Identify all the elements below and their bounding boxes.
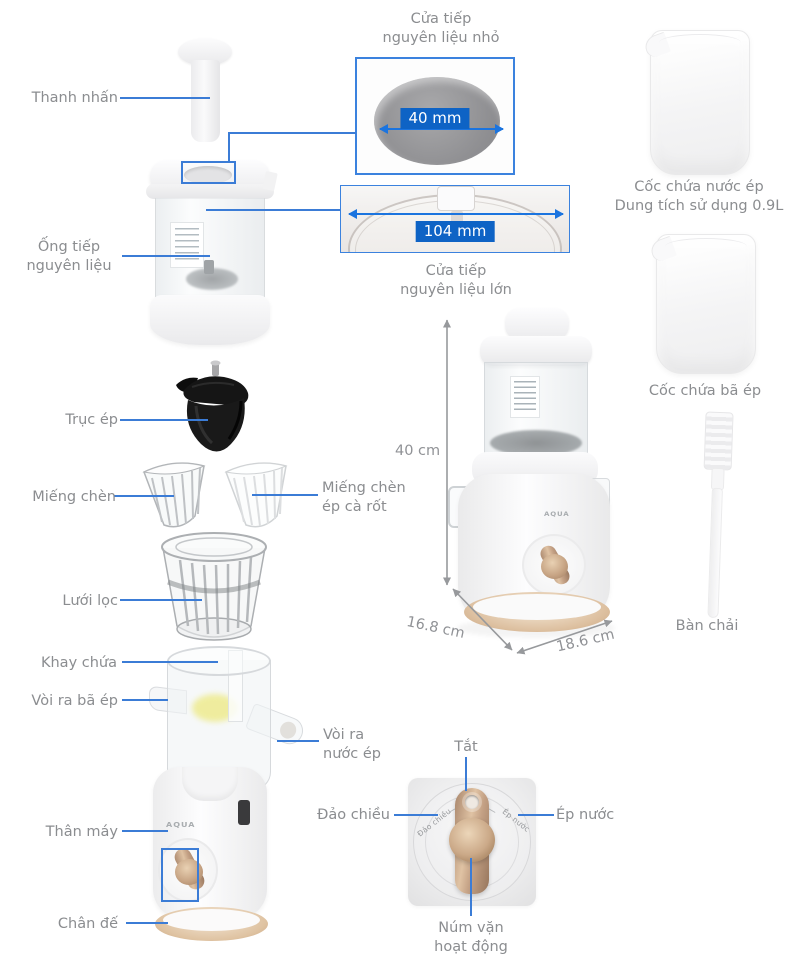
leader-line-tray [122, 661, 218, 663]
leader-line-knob-name [470, 858, 472, 916]
feed-tube-label: Ống tiếp nguyên liệu [26, 239, 112, 274]
leader-line-base [126, 922, 168, 924]
knob-name-label: Núm vặn hoạt động [434, 920, 508, 955]
knob-reverse-label: Đảo chiều [317, 807, 390, 823]
large-chute-measure-arrow [348, 209, 564, 219]
juicer-image: AQUA [448, 306, 623, 648]
strainer-label: Lưới lọc [62, 593, 118, 609]
small-chute-inset-image: 40 mm [355, 57, 515, 175]
body-image: AQUA [150, 764, 272, 944]
body-label: Thân máy [45, 824, 118, 840]
large-chute-inset-image: 104 mm [340, 185, 570, 253]
small-chute-label: Cửa tiếp nguyên liệu nhỏ [382, 11, 500, 46]
leader-line-carrot-insert [252, 494, 318, 496]
pulp-outlet-label: Vòi ra bã ép [31, 693, 118, 709]
lid-hole-highlight [181, 161, 236, 184]
press-screw-label: Trục ép [65, 412, 118, 428]
feed-tube-image [146, 156, 278, 352]
measure-badge-large-chute: 104 mm [415, 221, 495, 242]
height-dimension-label: 40 cm [395, 443, 441, 459]
press-screw-image [172, 360, 257, 458]
brand-logo-juicer: AQUA [544, 510, 570, 518]
leader-line-pulp-outlet [122, 699, 168, 701]
leader-line-juice-outlet [277, 740, 319, 742]
knob-ball [449, 818, 495, 862]
leader-line-strainer [120, 599, 202, 601]
leader-line-small-chute-v [228, 132, 230, 163]
body-knob-highlight [161, 848, 199, 902]
pulp-cup-label: Cốc chứa bã ép [648, 383, 762, 399]
leader-line-feed-tube [122, 255, 210, 257]
leader-line-insert [114, 495, 174, 497]
large-chute-label: Cửa tiếp nguyên liệu lớn [400, 263, 512, 298]
measure-badge-small-chute: 40 mm [400, 108, 470, 129]
leader-line-knob-reverse [394, 814, 438, 816]
pulp-cup-image [656, 234, 756, 374]
plunger-label: Thanh nhấn [31, 90, 118, 106]
juice-outlet-label: Vòi ra nước ép [323, 727, 381, 762]
strainer-image [158, 530, 270, 648]
juice-cup-label: Cốc chứa nước ép Dung tích sử dụng 0.9L [614, 179, 784, 214]
small-chute-measure-arrow [379, 124, 504, 134]
knob-inset-image: Đảo chiều Ép nước [408, 778, 536, 906]
leader-line-large-chute [206, 209, 340, 211]
insert-label: Miếng chèn [32, 489, 116, 505]
tray-label: Khay chứa [40, 655, 117, 671]
leader-line-plunger [120, 97, 210, 99]
leader-line-knob-off [465, 757, 467, 791]
leader-line-body [122, 830, 168, 832]
brush-image [690, 409, 743, 620]
juice-cup-image [650, 30, 750, 175]
carrot-insert-label: Miếng chèn ép cà rốt [322, 480, 406, 515]
knob-off-label: Tắt [454, 739, 478, 755]
insert-image [138, 456, 210, 534]
base-label: Chân đế [57, 916, 118, 932]
brush-label: Bàn chải [675, 618, 739, 634]
leader-line-knob-juice [518, 814, 554, 816]
knob-juice-label: Ép nước [556, 807, 615, 823]
leader-line-press-screw [120, 419, 208, 421]
brand-logo-body: AQUA [166, 820, 196, 829]
plunger-image [178, 36, 232, 144]
leader-line-small-chute-h [228, 132, 356, 134]
